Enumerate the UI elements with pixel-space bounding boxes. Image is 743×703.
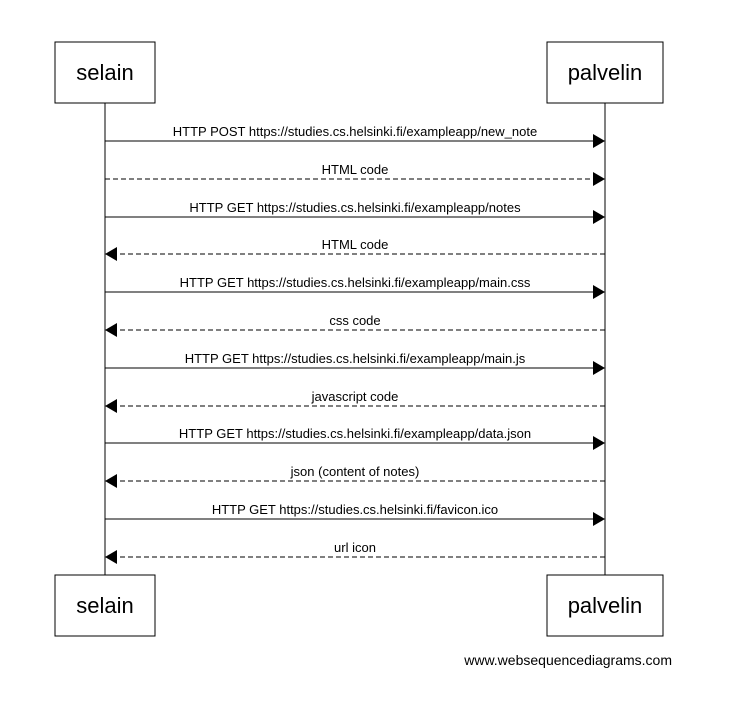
arrowhead-icon: [593, 172, 605, 186]
participant-selain-bottom: selain: [54, 574, 156, 637]
message-label: HTTP GET https://studies.cs.helsinki.fi/…: [212, 502, 498, 517]
arrowhead-icon: [593, 436, 605, 450]
message-label: HTTP GET https://studies.cs.helsinki.fi/…: [185, 351, 526, 366]
arrowhead-icon: [593, 134, 605, 148]
message-label: HTTP GET https://studies.cs.helsinki.fi/…: [189, 200, 521, 215]
message-5: HTTP GET https://studies.cs.helsinki.fi/…: [105, 275, 605, 299]
participant-label: selain: [76, 593, 133, 618]
message-label: HTTP POST https://studies.cs.helsinki.fi…: [173, 124, 537, 139]
arrowhead-icon: [105, 550, 117, 564]
arrowhead-icon: [105, 399, 117, 413]
message-1: HTTP POST https://studies.cs.helsinki.fi…: [105, 124, 605, 148]
arrowhead-icon: [593, 285, 605, 299]
message-label: HTML code: [322, 162, 389, 177]
message-12: url icon: [105, 540, 605, 564]
participant-palvelin-bottom: palvelin: [546, 574, 664, 637]
message-label: HTML code: [322, 237, 389, 252]
message-11: HTTP GET https://studies.cs.helsinki.fi/…: [105, 502, 605, 526]
message-label: HTTP GET https://studies.cs.helsinki.fi/…: [180, 275, 531, 290]
message-label: css code: [329, 313, 380, 328]
arrowhead-icon: [105, 474, 117, 488]
participant-box: [54, 41, 156, 104]
message-2: HTML code: [105, 162, 605, 186]
message-4: HTML code: [105, 237, 605, 261]
message-8: javascript code: [105, 389, 605, 413]
message-label: json (content of notes): [290, 464, 420, 479]
message-3: HTTP GET https://studies.cs.helsinki.fi/…: [105, 200, 605, 224]
arrowhead-icon: [593, 512, 605, 526]
participant-label: selain: [76, 60, 133, 85]
participant-box: [546, 41, 664, 104]
participant-box: [546, 574, 664, 637]
participant-label: palvelin: [568, 60, 643, 85]
message-label: javascript code: [311, 389, 399, 404]
participant-label: palvelin: [568, 593, 643, 618]
message-label: url icon: [334, 540, 376, 555]
message-6: css code: [105, 313, 605, 337]
arrowhead-icon: [593, 210, 605, 224]
arrowhead-icon: [593, 361, 605, 375]
participant-selain-top: selain: [54, 41, 156, 104]
participant-box: [54, 574, 156, 637]
participant-palvelin-top: palvelin: [546, 41, 664, 104]
message-7: HTTP GET https://studies.cs.helsinki.fi/…: [105, 351, 605, 375]
message-list: HTTP POST https://studies.cs.helsinki.fi…: [105, 124, 605, 564]
message-10: json (content of notes): [105, 464, 605, 488]
message-9: HTTP GET https://studies.cs.helsinki.fi/…: [105, 426, 605, 450]
message-label: HTTP GET https://studies.cs.helsinki.fi/…: [179, 426, 531, 441]
arrowhead-icon: [105, 247, 117, 261]
watermark-text: www.websequencediagrams.com: [463, 652, 672, 668]
arrowhead-icon: [105, 323, 117, 337]
